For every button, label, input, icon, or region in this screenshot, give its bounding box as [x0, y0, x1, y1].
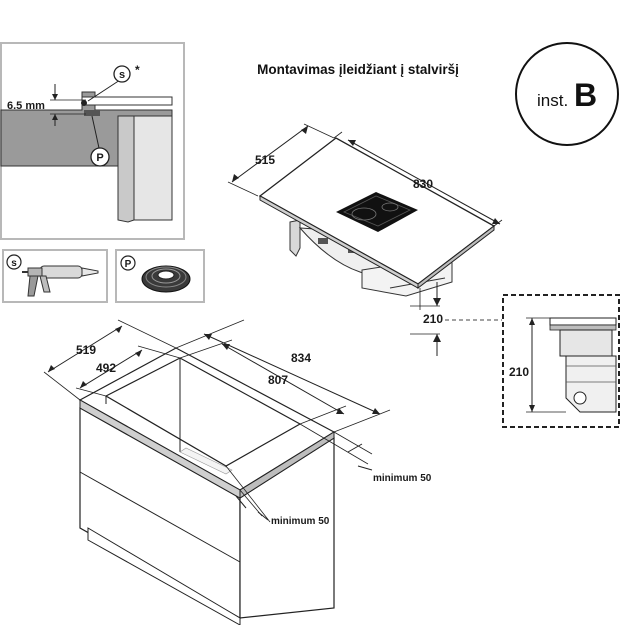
- cabinet-min-side-label: minimum 50: [373, 473, 432, 484]
- sealant-marker: s: [11, 258, 17, 269]
- seal-marker-circle: [113, 65, 131, 83]
- inst-badge-letter: B: [574, 77, 597, 113]
- inset-height-label: 210: [509, 365, 529, 379]
- hob-depth-label: 515: [255, 153, 275, 167]
- cabinet-inner-width-label: 807: [268, 373, 288, 387]
- gasket-roll-icon: [141, 265, 191, 293]
- hob-height-label: 210: [423, 312, 443, 326]
- gasket-marker-circle: [90, 147, 110, 167]
- inst-badge: inst. B: [515, 42, 619, 146]
- sealant-gun-icon: [22, 265, 99, 297]
- inset-detail: 210: [502, 294, 620, 428]
- sealant-box: s: [2, 249, 108, 303]
- inst-badge-prefix: inst.: [537, 91, 568, 110]
- gasket-box: P: [115, 249, 205, 303]
- seal-asterisk: *: [135, 63, 140, 77]
- page-title: Montavimas įleidžiant į stalviršį: [257, 62, 459, 77]
- detail-panel: 6.5 mm s * P: [0, 42, 185, 240]
- cabinet-drawing: 519 492 834 807 minimum 50 minimum 50: [43, 319, 432, 625]
- thickness-label: 6.5 mm: [7, 100, 45, 112]
- gasket-box-marker: P: [125, 259, 132, 270]
- seal-marker: s: [119, 69, 125, 81]
- gasket-marker: P: [96, 152, 103, 164]
- cabinet-min-front-label: minimum 50: [271, 516, 330, 527]
- cabinet-inner-depth-label: 492: [96, 361, 116, 375]
- hob-drawing: 830 515 210: [227, 123, 503, 356]
- hob-width-label: 830: [413, 177, 433, 191]
- cabinet-outer-width-label: 834: [291, 351, 311, 365]
- cabinet-outer-depth-label: 519: [76, 343, 96, 357]
